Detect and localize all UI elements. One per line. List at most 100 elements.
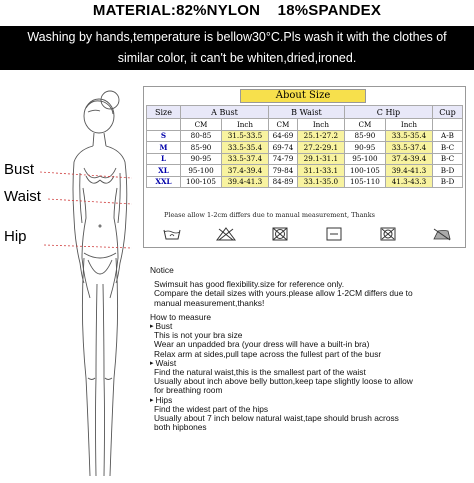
table-row: M 85-90 33.5-35.4 69-74 27.2-29.1 90-95 … (146, 141, 463, 154)
no-iron-icon (432, 227, 452, 241)
table-row: XL 95-100 37.4-39.4 79-84 31.1-33.1 100-… (146, 164, 463, 177)
bust-section-heading: ▸ Bust (150, 321, 470, 332)
table-cell: 31.1-33.1 (296, 164, 345, 177)
size-table: Size A Bust B Waist C Hip Cup CM Inch CM… (146, 105, 463, 188)
table-cell: 105-110 (343, 175, 386, 188)
waist-line: for breathing room (154, 385, 223, 396)
cup-cell: B-C (432, 141, 463, 154)
size-cell: L (146, 152, 181, 165)
washing-line-2: similar color, it can't be whiten,dried,… (117, 51, 357, 65)
table-cell: 90-95 (343, 141, 386, 154)
unit-cell: CM (268, 118, 298, 131)
table-cell: 41.3-43.3 (384, 175, 434, 188)
arrow-icon: ▸ (150, 396, 154, 404)
table-cell: 64-69 (268, 129, 298, 142)
waist-section-heading: ▸ Waist (150, 357, 470, 368)
table-row: L 90-95 33.5-37.4 74-79 29.1-31.1 95-100… (146, 152, 463, 165)
size-cell: XXL (146, 175, 181, 188)
waist-line: Usually about inch above belly button,ke… (154, 376, 413, 387)
cup-cell: B-C (432, 152, 463, 165)
bust-label: Bust (4, 161, 35, 178)
table-cell: 37.4-39.4 (384, 152, 434, 165)
unit-cell: Inch (384, 118, 434, 131)
cup-cell: A-B (432, 129, 463, 142)
size-cell: S (146, 129, 181, 142)
notice-line: Swimsuit has good flexibility.size for r… (154, 279, 345, 290)
unit-cell: Inch (220, 118, 270, 131)
notice-line: Compare the detail sizes with yours.plea… (154, 288, 413, 299)
no-tumble-dry-icon (270, 227, 290, 241)
notice-line: manual measurement,thanks! (154, 297, 265, 308)
table-cell: 39.4-41.3 (384, 164, 434, 177)
table-cell: 39.4-41.3 (220, 175, 270, 188)
washing-line-1: Washing by hands,temperature is bellow30… (27, 30, 447, 44)
size-table-header-row: Size A Bust B Waist C Hip Cup (146, 105, 463, 119)
table-cell: 79-84 (268, 164, 298, 177)
hips-line: both hipbones (154, 422, 207, 433)
waist-line: Find the natural waist,this is the small… (154, 367, 366, 378)
table-cell: 33.5-35.4 (220, 141, 270, 154)
size-cell: XL (146, 164, 181, 177)
bust-line: Wear an unpadded bra (your dress will ha… (154, 339, 370, 350)
table-cell: 25.1-27.2 (296, 129, 345, 142)
header-size: Size (146, 105, 181, 119)
size-cell: M (146, 141, 181, 154)
hand-wash-icon (162, 227, 182, 241)
table-cell: 27.2-29.1 (296, 141, 345, 154)
table-row: XXL 100-105 39.4-41.3 84-89 33.1-35.0 10… (146, 175, 463, 188)
body-outline-drawing (39, 90, 133, 477)
cup-cell: B-D (432, 164, 463, 177)
bust-line: Relax arm at sides,pull tape across the … (154, 348, 382, 359)
table-cell: 29.1-31.1 (296, 152, 345, 165)
hips-title: Hips (155, 394, 173, 405)
size-chart-box: About Size Size A Bust B Waist C Hip Cup… (143, 86, 466, 248)
table-cell: 33.5-37.4 (220, 152, 270, 165)
notice-section: Notice Swimsuit has good flexibility.siz… (150, 265, 470, 433)
bust-line: This is not your bra size (154, 330, 243, 341)
table-cell: 85-90 (180, 141, 222, 154)
waist-label: Waist (4, 188, 41, 205)
table-cell: 95-100 (180, 164, 222, 177)
header-hip: C Hip (343, 105, 434, 119)
header-waist: B Waist (268, 105, 345, 119)
unit-cell: Inch (296, 118, 345, 131)
header-bust: A Bust (179, 105, 270, 119)
care-icons-row (162, 225, 452, 243)
table-row: S 80-85 31.5-33.5 64-69 25.1-27.2 85-90 … (146, 129, 463, 142)
hip-label: Hip (4, 228, 27, 245)
table-cell: 74-79 (268, 152, 298, 165)
no-dry-clean-icon (378, 227, 398, 241)
table-cell: 33.5-35.4 (384, 129, 434, 142)
hips-line: Usually about 7 inch below natural waist… (154, 413, 399, 424)
table-cell: 85-90 (343, 129, 386, 142)
how-to-measure-title: How to measure (150, 311, 211, 322)
header-cup: Cup (432, 105, 463, 119)
unit-cell: CM (343, 118, 386, 131)
waist-title: Waist (155, 357, 177, 368)
arrow-icon: ▸ (150, 359, 154, 367)
table-cell: 37.4-39.4 (220, 164, 270, 177)
arrow-icon: ▸ (150, 323, 154, 331)
table-cell: 90-95 (180, 152, 222, 165)
hips-line: Find the widest part of the hips (154, 403, 269, 414)
unit-cell: CM (180, 118, 222, 131)
body-figure-illustration: Bust Waist Hip (0, 78, 142, 478)
table-cell: 33.5-37.4 (384, 141, 434, 154)
table-cell: 80-85 (180, 129, 222, 142)
table-cell: 69-74 (268, 141, 298, 154)
no-bleach-icon (216, 227, 236, 241)
dry-flat-icon (324, 227, 344, 241)
size-footnote: Please allow 1-2cm differs due to manual… (164, 211, 375, 219)
table-cell: 33.1-35.0 (296, 175, 345, 188)
washing-instructions-banner: Washing by hands,temperature is bellow30… (0, 26, 474, 70)
notice-title: Notice (150, 265, 174, 275)
cup-cell: B-D (432, 175, 463, 188)
table-cell: 84-89 (268, 175, 298, 188)
table-cell: 100-105 (180, 175, 222, 188)
table-cell: 95-100 (343, 152, 386, 165)
size-table-units-row: CM Inch CM Inch CM Inch (146, 118, 463, 131)
bust-title: Bust (155, 321, 173, 332)
table-cell: 100-105 (343, 164, 386, 177)
table-cell: 31.5-33.5 (220, 129, 270, 142)
size-chart-title: About Size (240, 89, 366, 103)
